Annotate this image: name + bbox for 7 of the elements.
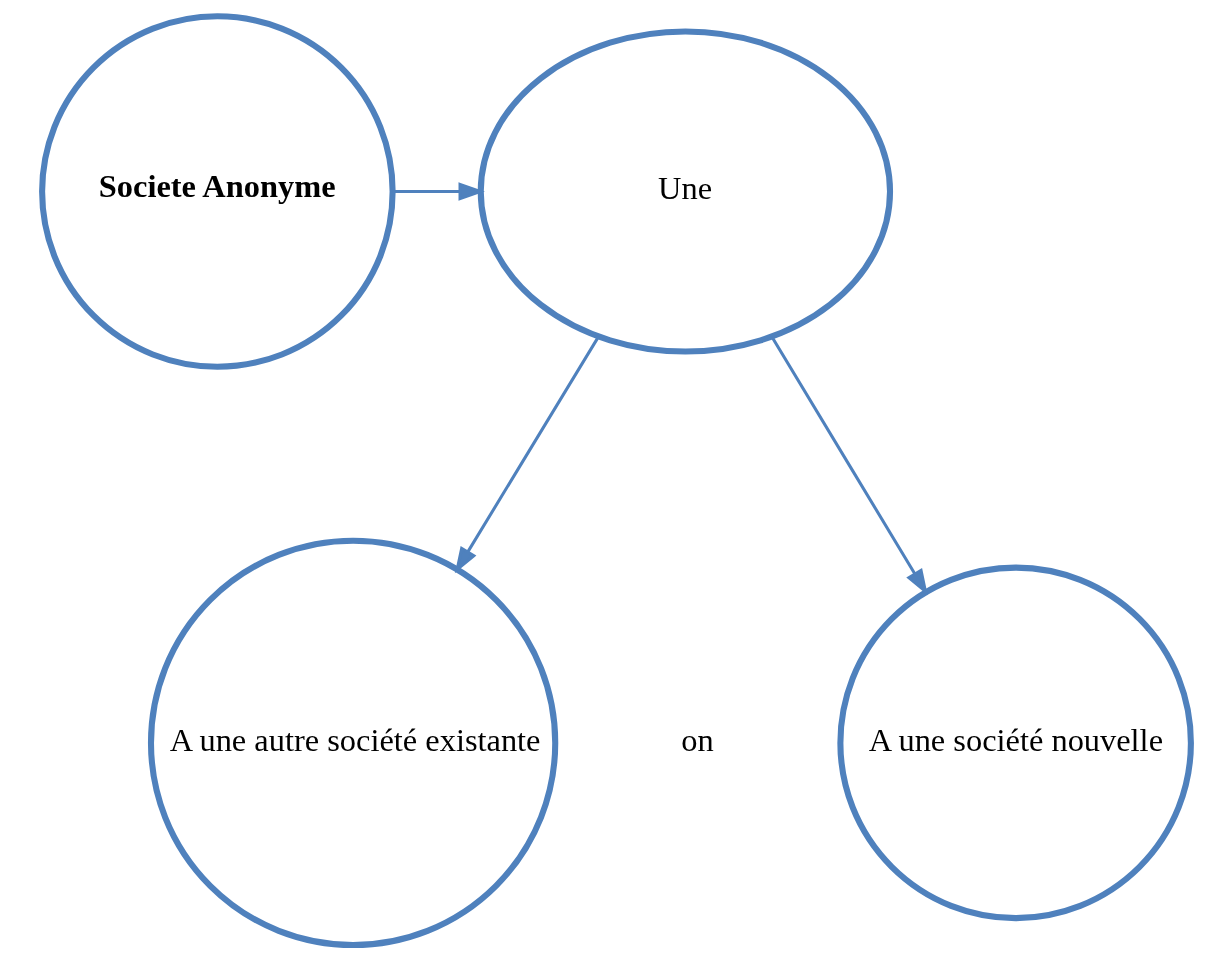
node-ellipse: Une	[477, 28, 893, 355]
arrow	[392, 182, 485, 201]
arrow	[770, 336, 928, 596]
label: on	[680, 721, 714, 758]
arrow	[454, 335, 600, 574]
node-circle: Societe Anonyme	[38, 13, 396, 370]
node-circle: A une autre société existante	[147, 537, 558, 949]
